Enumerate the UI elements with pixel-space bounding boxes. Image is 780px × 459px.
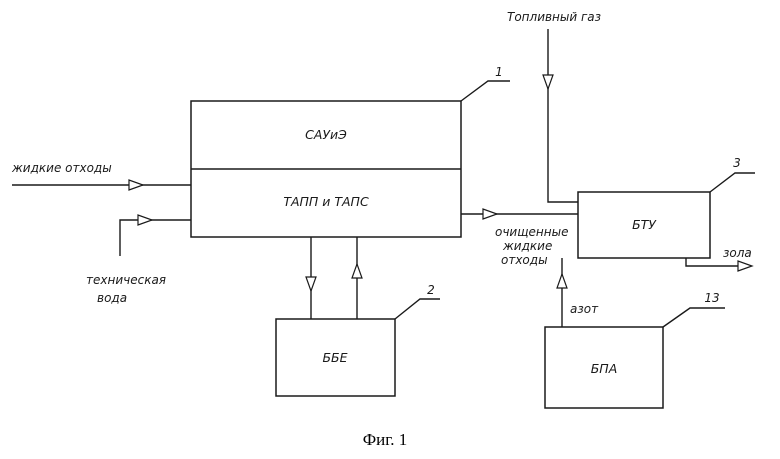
callout-2-number: 2 — [427, 283, 435, 297]
fuel-gas-arrow-icon — [543, 75, 553, 89]
nitrogen-arrow-icon — [557, 274, 567, 288]
liquid-waste-label: жидкие отходы — [11, 161, 112, 175]
cleaned-waste-label-line1: очищенные — [495, 225, 568, 239]
callout-2-leader — [395, 299, 440, 319]
ash-label: зола — [723, 246, 752, 260]
cleaned-waste-label-line3: отходы — [501, 253, 548, 267]
tech-water-label-line1: техническая — [86, 273, 166, 287]
callout-3: 3 — [710, 156, 755, 192]
fuel-gas-line — [548, 29, 578, 202]
figure-caption: Фиг. 1 — [363, 430, 408, 449]
callout-2: 2 — [395, 283, 440, 319]
callout-1-leader — [461, 81, 510, 101]
down-arrow-icon — [306, 277, 316, 291]
bbe-label: ББЕ — [322, 350, 347, 365]
fuel-gas-label: Топливный газ — [507, 10, 601, 24]
callout-13-leader — [663, 308, 725, 327]
tech-water-arrow-icon — [138, 215, 152, 225]
btu-block: БТУ — [578, 192, 710, 258]
callout-13: 13 — [663, 291, 725, 327]
nitrogen-label: азот — [570, 302, 599, 316]
nitrogen-flow: азот — [557, 258, 599, 327]
sauie-label: САУиЭ — [305, 127, 347, 142]
up-arrow-icon — [352, 264, 362, 278]
callout-3-number: 3 — [733, 156, 741, 170]
tech-water-flow: техническая вода — [86, 215, 191, 305]
bbe-block: ББЕ — [276, 319, 395, 396]
bpa-label: БПА — [591, 361, 618, 376]
tech-water-line — [120, 220, 191, 256]
callout-13-number: 13 — [704, 291, 719, 305]
tech-water-label-line2: вода — [97, 291, 127, 305]
tapp-label: ТАПП и ТАПС — [283, 194, 369, 209]
cleaned-waste-label-line2: жидкие — [502, 239, 552, 253]
callout-1: 1 — [461, 65, 510, 101]
ash-arrow-icon — [738, 261, 752, 271]
liquid-waste-arrow-icon — [129, 180, 143, 190]
main-block: САУиЭ ТАПП и ТАПС — [191, 101, 461, 237]
cleaned-waste-arrow-icon — [483, 209, 497, 219]
liquid-waste-flow: жидкие отходы — [11, 161, 191, 190]
cleaned-waste-flow: очищенные жидкие отходы — [461, 209, 578, 267]
btu-label: БТУ — [632, 217, 657, 232]
callout-3-leader — [710, 173, 755, 192]
callout-1-number: 1 — [495, 65, 503, 79]
bpa-block: БПА — [545, 327, 663, 408]
fuel-gas-flow: Топливный газ — [507, 10, 601, 202]
bbe-exchange-flows — [306, 237, 362, 319]
